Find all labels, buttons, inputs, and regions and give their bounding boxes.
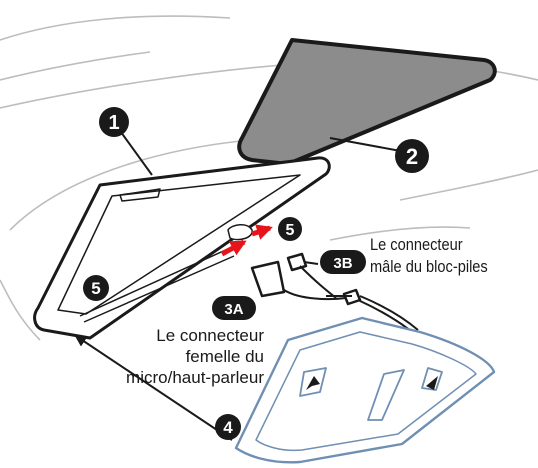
- arrow-to-bracket: [74, 334, 233, 441]
- svg-text:2: 2: [406, 144, 418, 169]
- svg-text:1: 1: [108, 112, 119, 134]
- connector-male: [286, 252, 308, 272]
- svg-text:3A: 3A: [224, 301, 243, 318]
- callout-1: 1: [99, 107, 129, 137]
- svg-text:5: 5: [91, 279, 100, 298]
- callout-3b: 3B: [320, 250, 366, 274]
- svg-text:3B: 3B: [333, 255, 352, 272]
- male-connector-label-line2: mâle du bloc-piles: [370, 258, 488, 276]
- chevron-down-icon: [426, 376, 438, 390]
- leader-lines: [117, 127, 407, 297]
- callout-5-left: 5: [83, 275, 109, 301]
- female-connector-label-line1: Le connecteur: [156, 326, 264, 345]
- mounting-bracket: [33, 156, 331, 340]
- callout-3a: 3A: [212, 296, 256, 320]
- communication-unit: [234, 316, 496, 464]
- svg-text:5: 5: [286, 222, 295, 239]
- female-connector-label-line3: micro/haut-parleur: [126, 368, 264, 387]
- connector-female: [250, 260, 286, 298]
- male-connector-label-line1: Le connecteur: [370, 236, 463, 254]
- female-connector-label-line2: femelle du: [186, 347, 264, 366]
- callout-2: 2: [395, 139, 429, 173]
- svg-text:4: 4: [223, 418, 233, 437]
- callout-4: 4: [215, 414, 241, 440]
- chevron-up-icon: [306, 376, 320, 390]
- callout-5-right: 5: [278, 217, 302, 241]
- insert-arrows: [220, 224, 273, 257]
